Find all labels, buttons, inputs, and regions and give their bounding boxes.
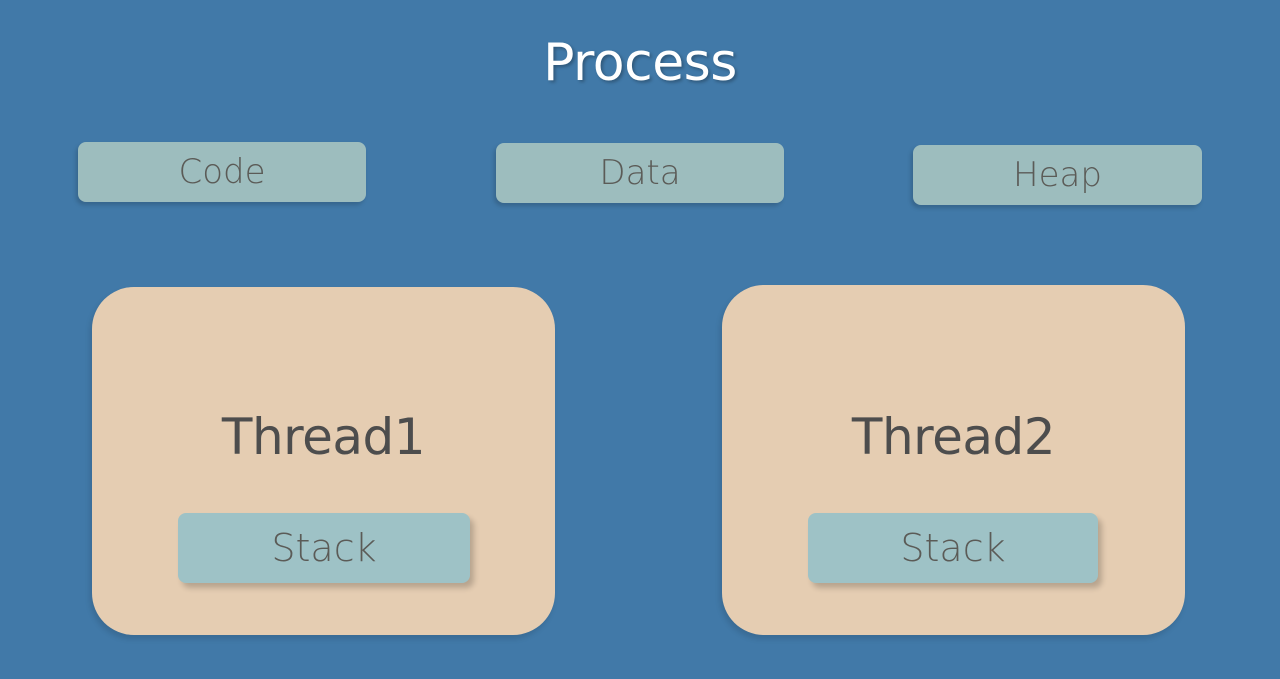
thread-container-1: Thread1 Stack xyxy=(92,287,555,635)
memory-segment-label: Heap xyxy=(1013,155,1102,195)
thread-stack-box: Stack xyxy=(808,513,1098,583)
thread-label: Thread2 xyxy=(851,408,1056,466)
page-title: Process xyxy=(543,33,737,93)
memory-segment-heap: Heap xyxy=(913,145,1202,205)
memory-segment-label: Code xyxy=(178,152,266,192)
thread-label: Thread1 xyxy=(221,408,426,466)
memory-segment-label: Data xyxy=(599,153,681,193)
memory-segment-data: Data xyxy=(496,143,784,203)
thread-stack-box: Stack xyxy=(178,513,470,583)
thread-stack-label: Stack xyxy=(271,526,377,570)
memory-segment-code: Code xyxy=(78,142,366,202)
thread-stack-label: Stack xyxy=(900,526,1006,570)
thread-container-2: Thread2 Stack xyxy=(722,285,1185,635)
